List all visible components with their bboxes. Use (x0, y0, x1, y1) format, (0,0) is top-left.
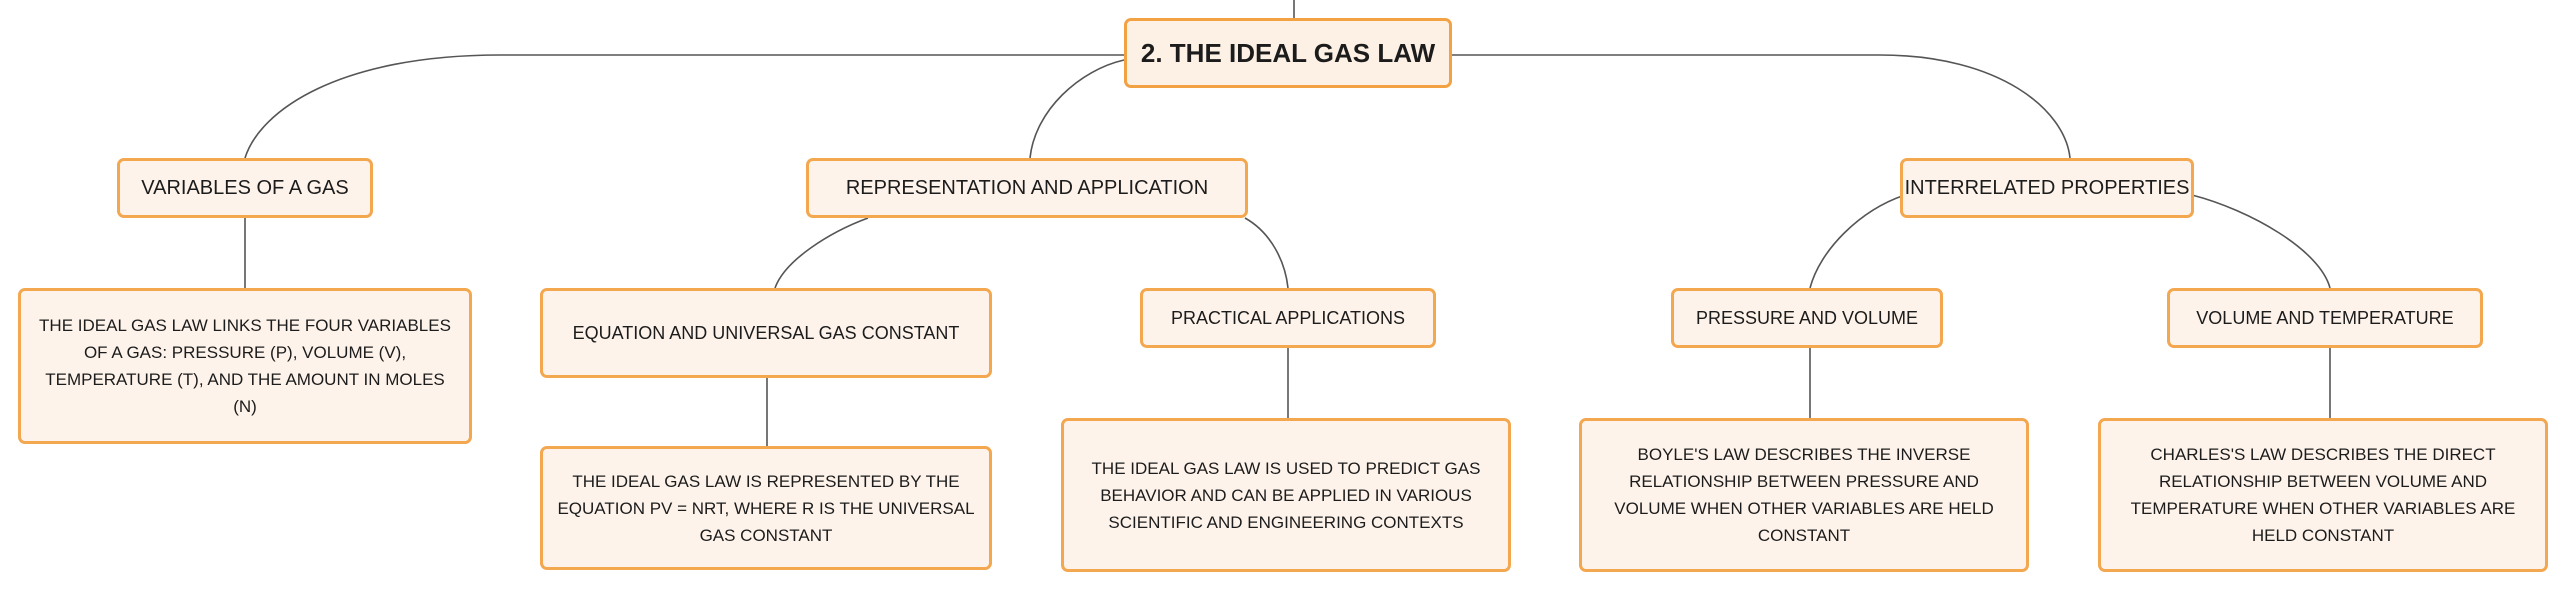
connector-interrelated-volume (2191, 194, 2331, 289)
node-pressure-and-volume[interactable]: PRESSURE AND VOLUME (1671, 288, 1943, 348)
node-label: INTERRELATED PROPERTIES (1904, 176, 2190, 199)
note-text: BOYLE'S LAW DESCRIBES THE INVERSE RELATI… (1614, 445, 1994, 545)
node-variables-of-a-gas[interactable]: VARIABLES OF A GAS (117, 158, 373, 218)
node-practical-applications[interactable]: PRACTICAL APPLICATIONS (1140, 288, 1436, 348)
node-volume-and-temperature[interactable]: VOLUME AND TEMPERATURE (2167, 288, 2483, 348)
node-label: PRACTICAL APPLICATIONS (1170, 307, 1406, 328)
root-node[interactable]: 2. THE IDEAL GAS LAW (1124, 18, 1452, 88)
connector-root-variables (244, 54, 1124, 159)
node-equation-and-universal-gas-constant[interactable]: EQUATION AND UNIVERSAL GAS CONSTANT (540, 288, 992, 378)
note-variables-of-a-gas[interactable]: THE IDEAL GAS LAW LINKS THE FOUR VARIABL… (18, 288, 472, 444)
connector-interrelated-pressure (1809, 194, 1906, 289)
note-text: CHARLES'S LAW DESCRIBES THE DIRECT RELAT… (2130, 445, 2516, 545)
node-label: PRESSURE AND VOLUME (1695, 307, 1919, 328)
connector-root-interrelated (1452, 54, 2071, 159)
note-text: THE IDEAL GAS LAW IS REPRESENTED BY THE … (557, 471, 975, 545)
note-pressure-and-volume[interactable]: BOYLE'S LAW DESCRIBES THE INVERSE RELATI… (1579, 418, 2029, 572)
connector-representation-practical (1244, 217, 1289, 289)
node-representation-and-application[interactable]: REPRESENTATION AND APPLICATION (806, 158, 1248, 218)
node-label: VARIABLES OF A GAS (141, 176, 349, 199)
note-volume-and-temperature[interactable]: CHARLES'S LAW DESCRIBES THE DIRECT RELAT… (2098, 418, 2548, 572)
note-equation-and-universal-gas-constant[interactable]: THE IDEAL GAS LAW IS REPRESENTED BY THE … (540, 446, 992, 570)
connector-root-representation (1029, 59, 1125, 159)
node-label: REPRESENTATION AND APPLICATION (845, 176, 1209, 199)
node-label: EQUATION AND UNIVERSAL GAS CONSTANT (572, 322, 960, 343)
root-node-label: 2. THE IDEAL GAS LAW (1140, 37, 1436, 68)
note-text: THE IDEAL GAS LAW LINKS THE FOUR VARIABL… (39, 316, 451, 416)
node-label: VOLUME AND TEMPERATURE (2196, 307, 2454, 328)
node-interrelated-properties[interactable]: INTERRELATED PROPERTIES (1900, 158, 2194, 218)
note-text: THE IDEAL GAS LAW IS USED TO PREDICT GAS… (1091, 458, 1481, 532)
connector-representation-equation (774, 217, 869, 289)
note-practical-applications[interactable]: THE IDEAL GAS LAW IS USED TO PREDICT GAS… (1061, 418, 1511, 572)
